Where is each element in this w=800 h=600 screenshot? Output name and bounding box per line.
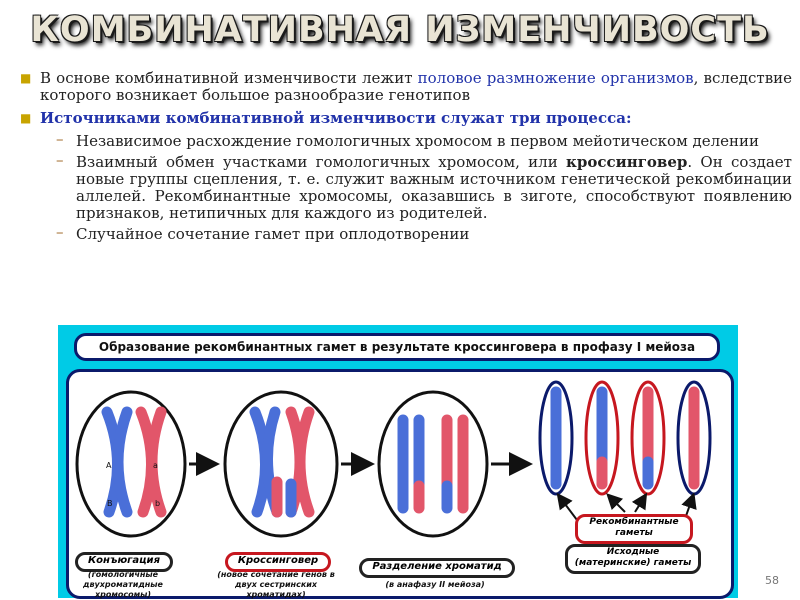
recombinant-gametes-label: Рекомбинантные гаметы [575, 514, 693, 544]
p1-end: , вследствие которого возникает большое … [40, 69, 793, 104]
square-bullet-icon: ■ [20, 71, 32, 85]
page-number: 58 [765, 574, 779, 587]
sub1-text: Независимое расхождение гомологичных хро… [76, 132, 760, 150]
original-gametes-label: Исходные (материнские) гаметы [565, 544, 701, 574]
chromosomes-conjugation [101, 406, 167, 518]
chromosomes-separated [397, 414, 469, 514]
conjugation-label: Конъюгация [75, 552, 173, 572]
sub3-text: Случайное сочетание гамет при оплодотвор… [76, 225, 470, 243]
sub-bullet-2: – Взаимный обмен участками гомологичных … [18, 151, 792, 222]
crossover-caption: (новое сочетание генов в двух сестрински… [217, 570, 335, 599]
sub2-bold: кроссинговер [566, 153, 688, 171]
sub2-end: . Он создает новые группы сцепления, т. … [76, 153, 792, 222]
dash-bullet-icon: – [56, 151, 64, 169]
svg-text:B: B [107, 499, 113, 508]
square-bullet-icon: ■ [20, 111, 32, 125]
sub2-start: Взаимный обмен участками гомологичных хр… [76, 153, 566, 171]
dash-bullet-icon: – [56, 223, 64, 241]
conjugation-caption: (гомологичные двухроматидные хромосомы) [83, 570, 163, 599]
crossover-label: Кроссинговер [225, 552, 331, 572]
chromosomes-crossover [249, 406, 315, 518]
slide-title: КОМБИНАТИВНАЯ ИЗМЕНЧИВОСТЬ [30, 10, 770, 50]
diagram-title: Образование рекомбинантных гамет в резул… [74, 333, 720, 361]
p1-highlight: половое размножение организмов [417, 69, 694, 87]
sub-bullet-1: – Независимое расхождение гомологичных х… [18, 130, 792, 150]
svg-text:A: A [106, 461, 112, 470]
separation-label: Разделение хроматид [359, 558, 515, 578]
gametes [538, 380, 712, 496]
p2-text: Источниками комбинативной изменчивости с… [40, 109, 632, 127]
diagram-graphics: A a B b [75, 380, 712, 538]
dash-bullet-icon: – [56, 130, 64, 148]
svg-text:a: a [153, 461, 158, 470]
diagram-frame: A a B b Конъюгация (гомологичные двухром… [66, 369, 734, 599]
cell-outline-3 [377, 390, 489, 538]
svg-text:b: b [155, 499, 160, 508]
bullet-paragraph-1: ■ В основе комбинативной изменчивости ле… [18, 70, 792, 104]
crossover-diagram: Образование рекомбинантных гамет в резул… [58, 325, 738, 599]
p1-start: В основе комбинативной изменчивости лежи… [40, 69, 418, 87]
separation-caption: (в анафазу II мейоза) [385, 580, 485, 589]
sub-bullet-3: – Случайное сочетание гамет при оплодотв… [18, 223, 792, 243]
slide-body: ■ В основе комбинативной изменчивости ле… [18, 70, 792, 247]
bullet-paragraph-2: ■ Источниками комбинативной изменчивости… [18, 110, 792, 127]
